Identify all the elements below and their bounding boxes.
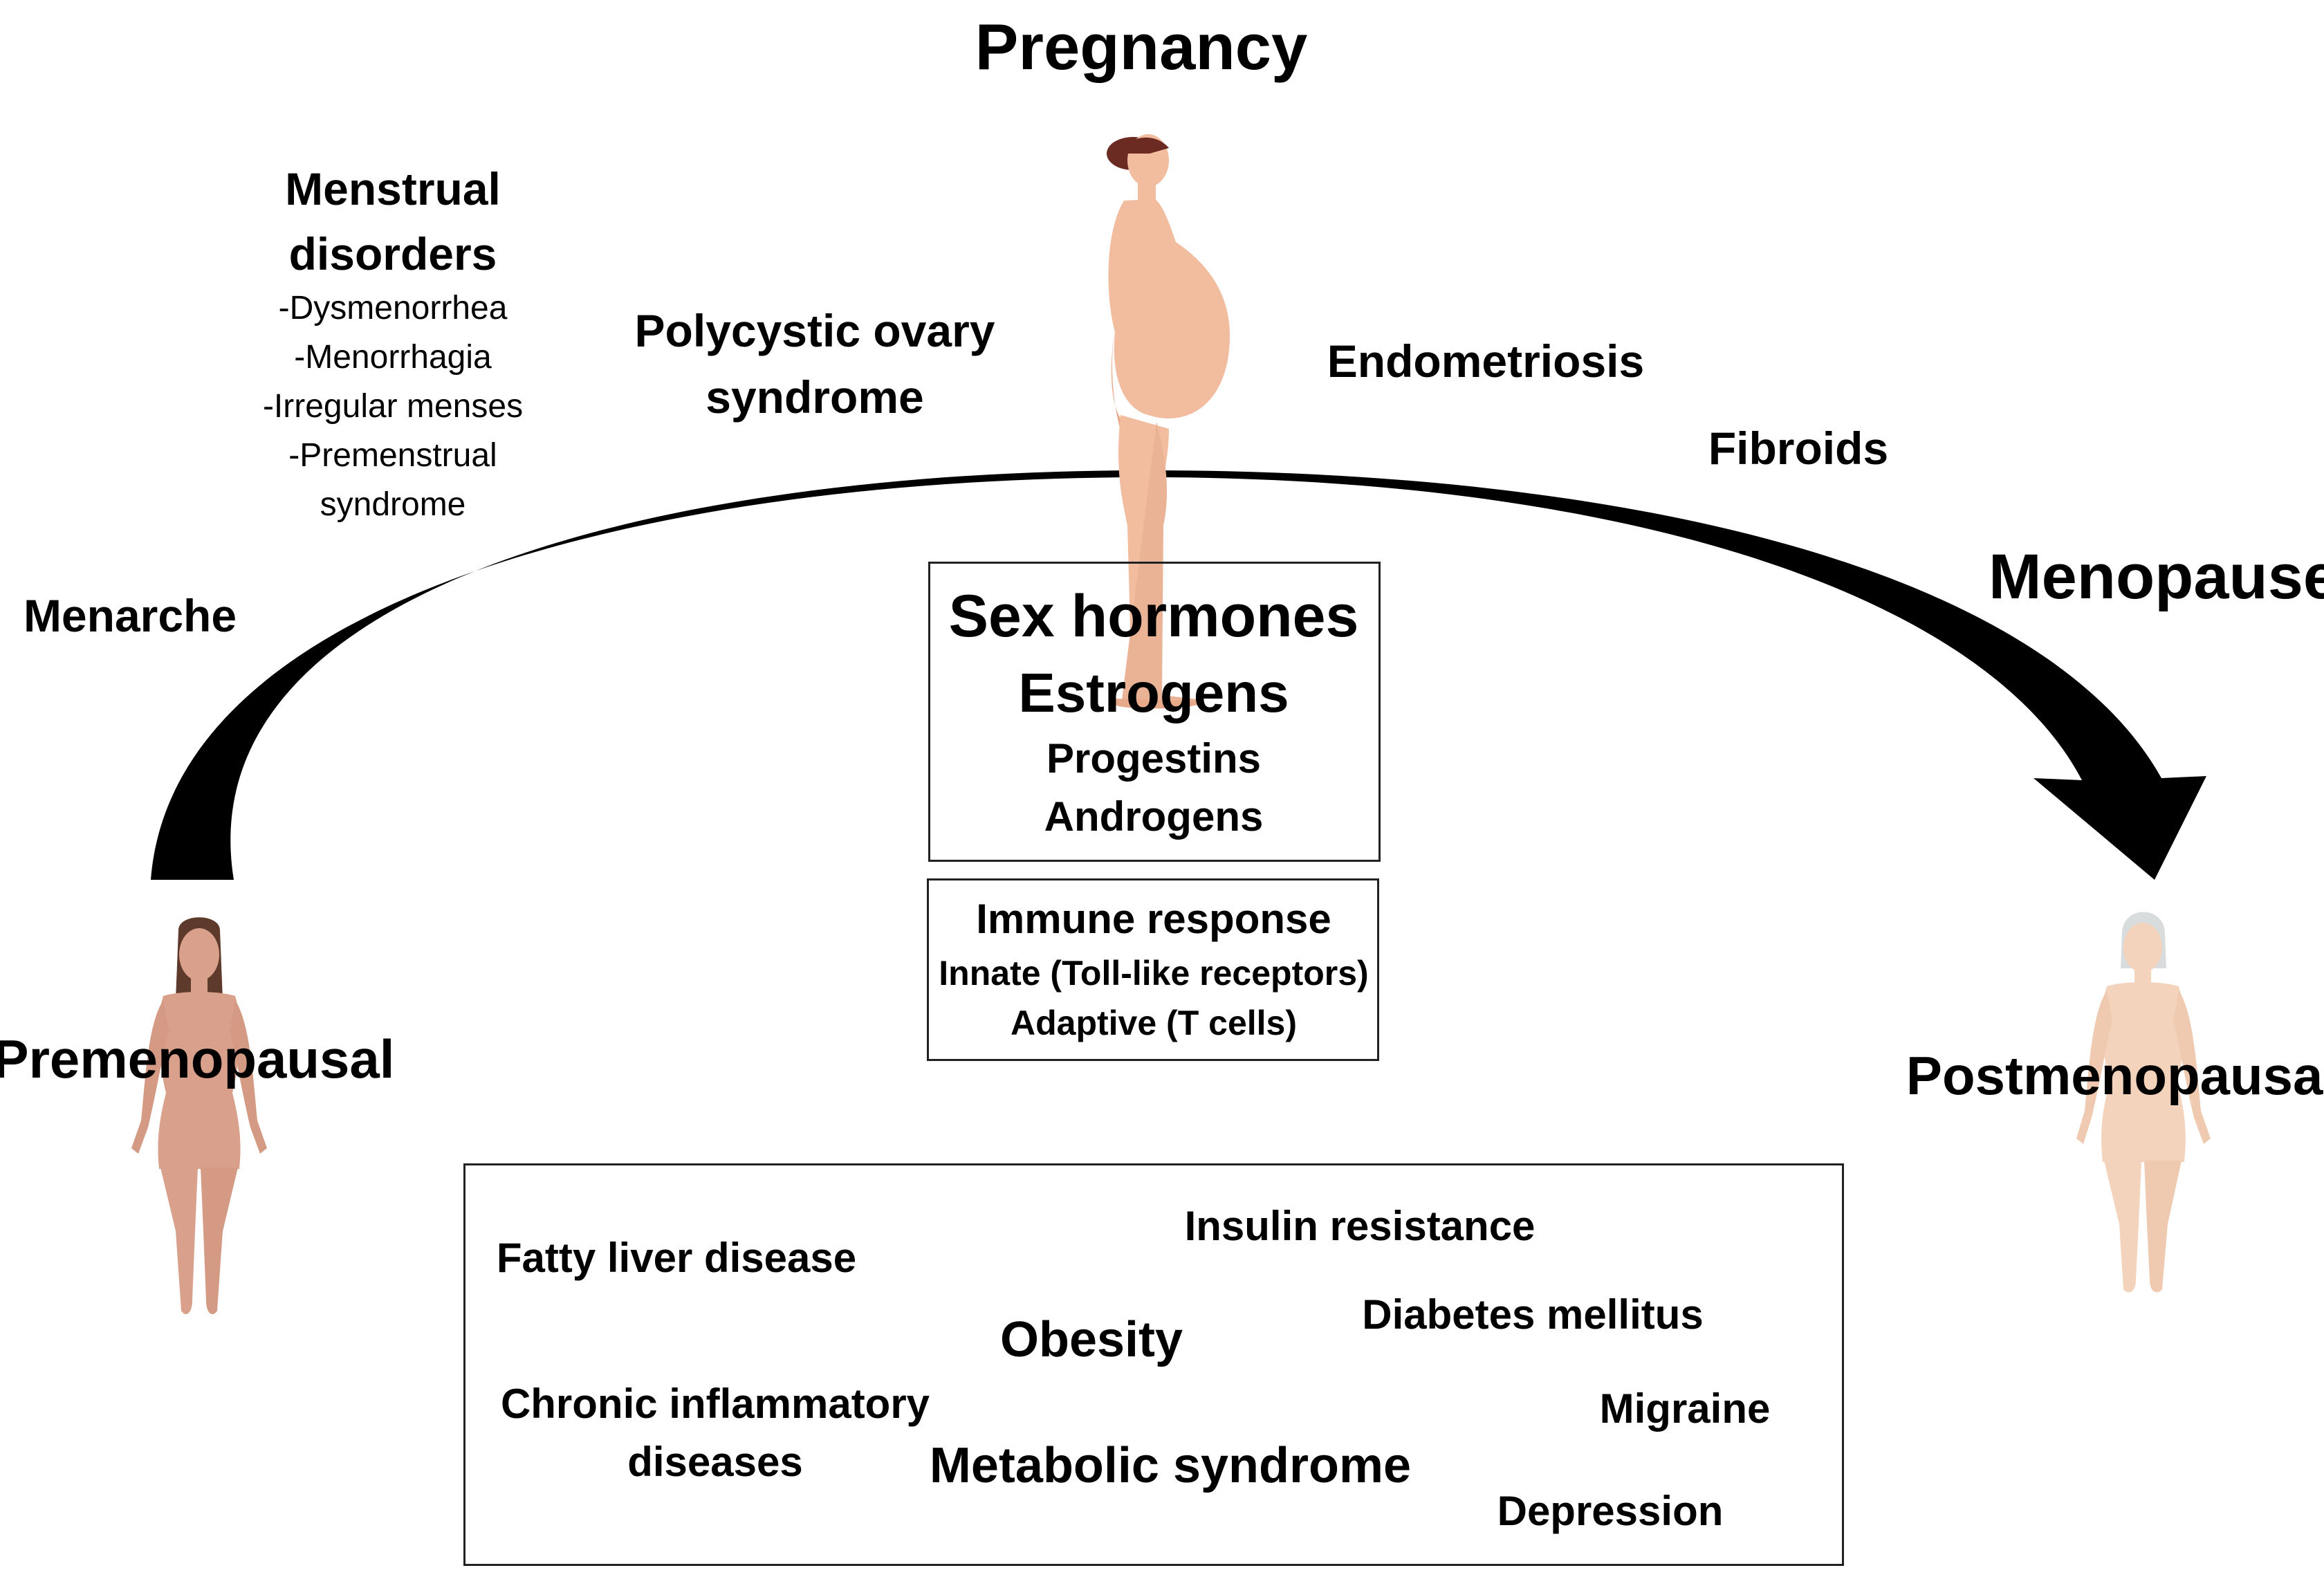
sex-hormones-box xyxy=(928,562,1381,862)
diabetes-label: Diabetes mellitus xyxy=(1362,1291,1704,1338)
pregnancy-title: Pregnancy xyxy=(975,10,1308,83)
migraine-label: Migraine xyxy=(1599,1385,1771,1432)
menarche-label: Menarche xyxy=(23,590,237,641)
immune-response-title: Immune response xyxy=(976,896,1331,942)
fibroids-label: Fibroids xyxy=(1708,423,1889,474)
menstrual-item: syndrome xyxy=(320,486,466,523)
menstrual-disorders-list: -Dysmenorrhea -Menorrhagia -Irregular me… xyxy=(263,284,523,529)
insulin-resistance-label: Insulin resistance xyxy=(1184,1203,1536,1249)
progestins-label: Progestins xyxy=(1046,735,1262,782)
androgens-label: Androgens xyxy=(1044,793,1264,840)
innate-immunity-label: Innate (Toll-like receptors) xyxy=(939,954,1369,993)
menstrual-disorders-title: Menstrual disorders xyxy=(285,156,501,286)
immune-response-box xyxy=(927,878,1379,1061)
postmenopausal-woman-figure xyxy=(2076,912,2211,1293)
obesity-label: Obesity xyxy=(999,1312,1183,1367)
menstrual-title-line2: disorders xyxy=(288,228,497,279)
premenopausal-woman-figure xyxy=(131,917,267,1314)
menstrual-title-line1: Menstrual xyxy=(285,163,501,214)
metabolic-syndrome-label: Metabolic syndrome xyxy=(929,1438,1412,1493)
pcos-line1: Polycystic ovary xyxy=(634,305,995,356)
menstrual-item: -Premenstrual xyxy=(288,437,497,474)
chronic-inflammatory-label: Chronic inflammatory diseases xyxy=(501,1375,930,1491)
chronic-line1: Chronic inflammatory xyxy=(500,1381,930,1427)
depression-label: Depression xyxy=(1497,1488,1724,1534)
endometriosis-label: Endometriosis xyxy=(1327,335,1645,387)
pcos-line2: syndrome xyxy=(706,371,924,423)
conditions-box xyxy=(463,1163,1844,1566)
chronic-line2: diseases xyxy=(627,1439,803,1485)
sex-hormones-title: Sex hormones xyxy=(948,583,1359,649)
pcos-label: Polycystic ovary syndrome xyxy=(635,297,995,430)
menstrual-item: -Menorrhagia xyxy=(294,339,492,376)
estrogens-label: Estrogens xyxy=(1018,662,1289,723)
menstrual-item: -Irregular menses xyxy=(262,388,524,425)
postmenopausal-label: Postmenopausal xyxy=(1906,1045,2324,1106)
menopause-label: Menopause xyxy=(1988,542,2324,612)
adaptive-immunity-label: Adaptive (T cells) xyxy=(1011,1004,1297,1042)
premenopausal-label: Premenopausal xyxy=(0,1029,395,1089)
menstrual-item: -Dysmenorrhea xyxy=(278,290,508,326)
fatty-liver-label: Fatty liver disease xyxy=(496,1235,857,1281)
